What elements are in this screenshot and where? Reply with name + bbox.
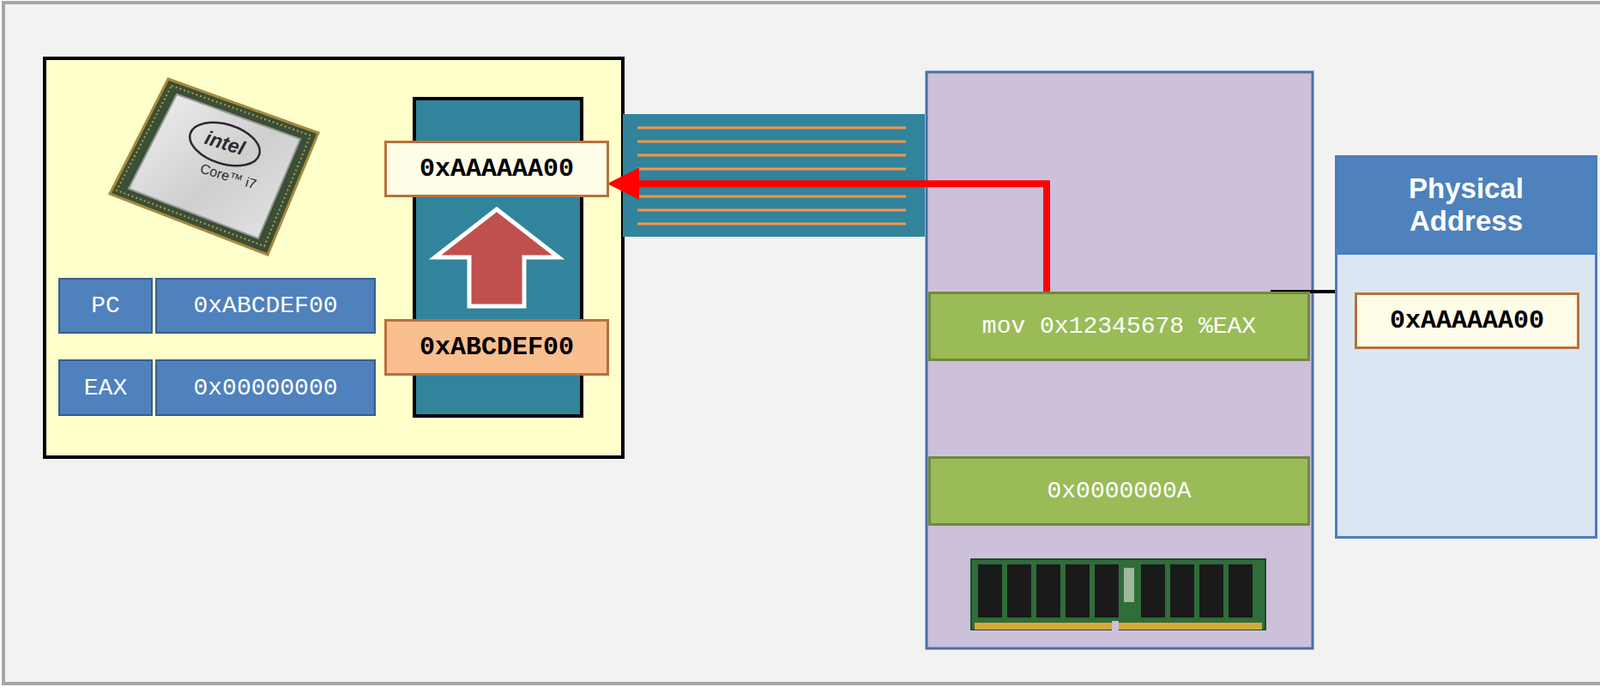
cpu-chip-picture <box>109 78 319 255</box>
block-arrow-shape <box>434 209 559 307</box>
box-text: 0xAAAAAA00 <box>419 154 574 184</box>
box-text: 0xAAAAAA00 <box>1389 306 1545 336</box>
register-column <box>414 98 582 417</box>
bus-ribbon <box>622 114 925 237</box>
memory-cell: 0x0000000A <box>928 456 1311 526</box>
box-text: 0xABCDEF00 <box>419 332 574 363</box>
connector-line <box>1270 289 1355 294</box>
memory-box <box>926 72 1313 649</box>
box-text: 0x00000000 <box>193 374 338 402</box>
panel-title: Physical Address <box>1384 172 1548 238</box>
arrow-head <box>609 169 639 199</box>
address-value: 0xAAAAAA00 <box>1354 292 1580 350</box>
register-name: EAX <box>58 359 153 417</box>
block-arrow <box>434 209 559 307</box>
cpu-box <box>44 58 623 458</box>
address-panel: Physical Address 0xAAAAAA00 <box>1334 155 1598 539</box>
connector-line <box>636 183 1047 292</box>
panel-header: Physical Address <box>1337 157 1595 255</box>
register-value: 0x00000000 <box>155 359 376 417</box>
address-register: 0xABCDEF00 <box>384 319 610 376</box>
ram-stick-picture <box>971 559 1266 632</box>
chip-marking: intel <box>201 126 248 161</box>
box-text: mov 0x12345678 %EAX <box>982 313 1256 340</box>
page-ground <box>3 2 1600 684</box>
box-text: PC <box>90 292 121 320</box>
connector <box>1270 291 1355 293</box>
box-text: 0xABCDEF00 <box>193 292 338 320</box>
box-text: EAX <box>84 374 127 402</box>
connector <box>609 169 1047 292</box>
box-text: 0x0000000A <box>1046 477 1191 505</box>
address-register: 0xAAAAAA00 <box>384 140 610 198</box>
chip-marking: Core™ i7 <box>198 161 259 194</box>
register-value: 0xABCDEF00 <box>155 277 376 334</box>
register-name: PC <box>58 277 153 334</box>
memory-cell: mov 0x12345678 %EAX <box>928 291 1311 362</box>
